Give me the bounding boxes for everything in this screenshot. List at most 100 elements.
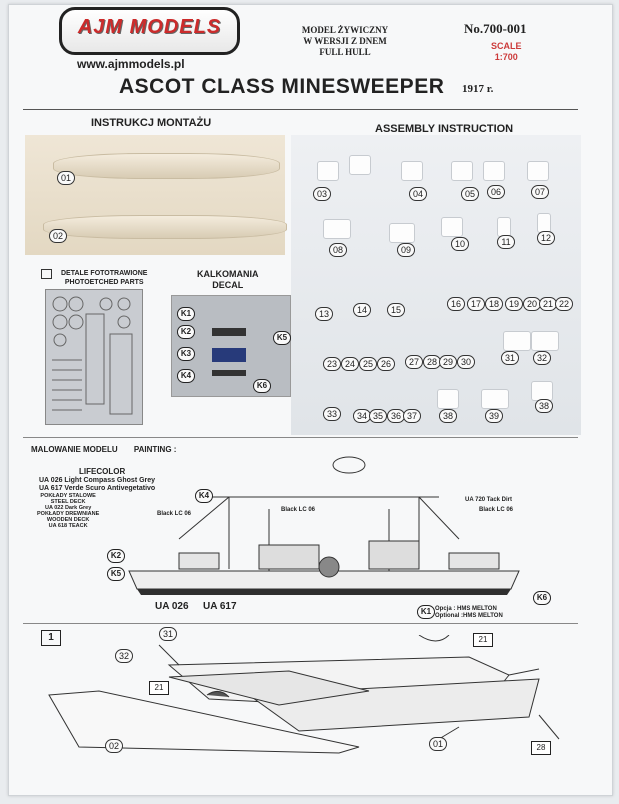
decal-badge-k1: K1: [417, 605, 435, 619]
ship-profile-drawing: [128, 456, 520, 595]
part-label: 32: [533, 351, 551, 365]
part-label: 05: [461, 187, 479, 201]
part-label: 38: [535, 399, 553, 413]
resin-part: [441, 217, 463, 237]
wood-deck-en: WOODEN DECK: [46, 517, 90, 523]
callout-tack-dirt: UA 720 Tack Dirt: [465, 497, 513, 503]
logo-text: AJM MODELS: [77, 16, 222, 38]
part-label: 14: [353, 303, 371, 317]
section-title-en: ASSEMBLY INSTRUCTION: [375, 123, 514, 135]
decal-pennant: [212, 328, 246, 336]
photoetch-label-pl: DETALE FOTOTRAWIONE: [61, 270, 148, 277]
upper-hull-part: [53, 153, 280, 179]
section-title-pl: INSTRUKCJ MONTAŻU: [91, 117, 212, 129]
resin-part: [497, 217, 511, 237]
decal-badge-k4: K4: [195, 489, 213, 503]
part-label: 19: [505, 297, 523, 311]
marking-option-en: Optional :HMS MELTON: [435, 613, 503, 619]
decal-badge-k5: K5: [273, 331, 291, 345]
hull-color-lower: UA 617: [203, 601, 237, 612]
resin-part: [483, 161, 505, 181]
assembly-label-31: 31: [159, 627, 177, 641]
steel-deck-color: UA 022 Dark Grey: [44, 505, 92, 511]
website-url: www.ajmmodels.pl: [77, 57, 185, 71]
model-line-1: MODEL ŻYWICZNY: [301, 25, 389, 35]
resin-parts-photo: 03 04 05 06 07 08 09 10 11 12 13 14 15 1…: [291, 135, 581, 435]
assembly-ref-21b: 21: [149, 681, 169, 695]
part-label: 08: [329, 243, 347, 257]
decal-label-pl: KALKOMANIA: [197, 269, 259, 279]
decal-badge-k5: K5: [107, 567, 125, 581]
part-label: 27: [405, 355, 423, 369]
resin-part: [349, 155, 371, 175]
part-label: 10: [451, 237, 469, 251]
assembly-divider: [23, 623, 578, 624]
decal-badge-k6: K6: [253, 379, 271, 393]
decal-badge-k2: K2: [177, 325, 195, 339]
resin-part: [317, 161, 339, 181]
scale-value: 1:700: [494, 52, 518, 62]
part-label: 31: [501, 351, 519, 365]
resin-part: [401, 161, 423, 181]
union-flag-decal: [212, 348, 246, 362]
decal-label: KALKOMANIA DECAL: [197, 269, 259, 291]
part-label: 29: [439, 355, 457, 369]
wood-deck-pl: POKŁADY DREWNIANE: [37, 511, 100, 517]
step-number: 1: [41, 630, 61, 646]
painting-title-en: PAINTING :: [133, 445, 177, 454]
resin-part: [531, 331, 559, 351]
part-label: 38: [439, 409, 457, 423]
part-label: 22: [555, 297, 573, 311]
part-label: 15: [387, 303, 405, 317]
part-label: 24: [341, 357, 359, 371]
decal-badge-k3: K3: [177, 347, 195, 361]
marking-option: Opcja : HMS MELTON Optional :HMS MELTON: [435, 606, 503, 620]
wood-deck-color: UA 618 TEACK: [48, 523, 88, 529]
resin-part: [481, 389, 509, 409]
assembly-label-01: 01: [429, 737, 447, 751]
painting-divider: [23, 437, 578, 438]
part-label: 03: [313, 187, 331, 201]
photoetch-fret: [45, 289, 143, 425]
assembly-label-02: 02: [105, 739, 123, 753]
part-label: 11: [497, 235, 515, 249]
title-year: 1917 r.: [462, 83, 494, 95]
resin-part: [437, 389, 459, 409]
part-label: 09: [397, 243, 415, 257]
part-label: 30: [457, 355, 475, 369]
model-description: MODEL ŻYWICZNY W WERSJI Z DNEM FULL HULL: [291, 25, 399, 58]
callout-black-2: Black LC 06: [281, 507, 316, 513]
painting-title-pl: MALOWANIE MODELU: [31, 445, 118, 454]
callout-black-3: Black LC 06: [479, 507, 514, 513]
part-label: 34: [353, 409, 371, 423]
resin-part: [451, 161, 473, 181]
decal-label-en: DECAL: [212, 280, 244, 290]
resin-part: [531, 381, 553, 401]
part-label: 13: [315, 307, 333, 321]
catalog-number: No.700-001: [464, 21, 527, 36]
paint-color-list: UA 026 Light Compass Ghost Grey UA 617 V…: [39, 477, 155, 493]
hull-parts-photo: 01 02: [25, 135, 287, 255]
photoetch-label-en: PHOTOETCHED PARTS: [64, 279, 144, 286]
part-label-02: 02: [49, 229, 67, 243]
part-label: 37: [403, 409, 421, 423]
lower-hull-part: [43, 215, 287, 239]
instruction-sheet: AJM MODELS www.ajmmodels.pl MODEL ŻYWICZ…: [8, 4, 613, 796]
deck-colors: POKŁADY STALOWE STEEL DECK UA 022 Dark G…: [37, 493, 99, 529]
resin-part: [503, 331, 531, 351]
assembly-label-32: 32: [115, 649, 133, 663]
callout-black-1: Black LC 06: [157, 511, 192, 517]
assembly-ref-21: 21: [473, 633, 493, 647]
decal-badge-k1: K1: [177, 307, 195, 321]
brand-logo: AJM MODELS: [59, 7, 240, 55]
paint-color-1: UA 026 Light Compass Ghost Grey: [39, 477, 156, 484]
marking-option-pl: Opcja : HMS MELTON: [435, 606, 497, 612]
resin-part: [537, 213, 551, 233]
part-label: 16: [447, 297, 465, 311]
hull-color-upper: UA 026: [155, 601, 189, 612]
decal-badge-k6: K6: [533, 591, 551, 605]
part-label: 07: [531, 185, 549, 199]
part-label: 25: [359, 357, 377, 371]
part-label: 17: [467, 297, 485, 311]
part-label: 18: [485, 297, 503, 311]
